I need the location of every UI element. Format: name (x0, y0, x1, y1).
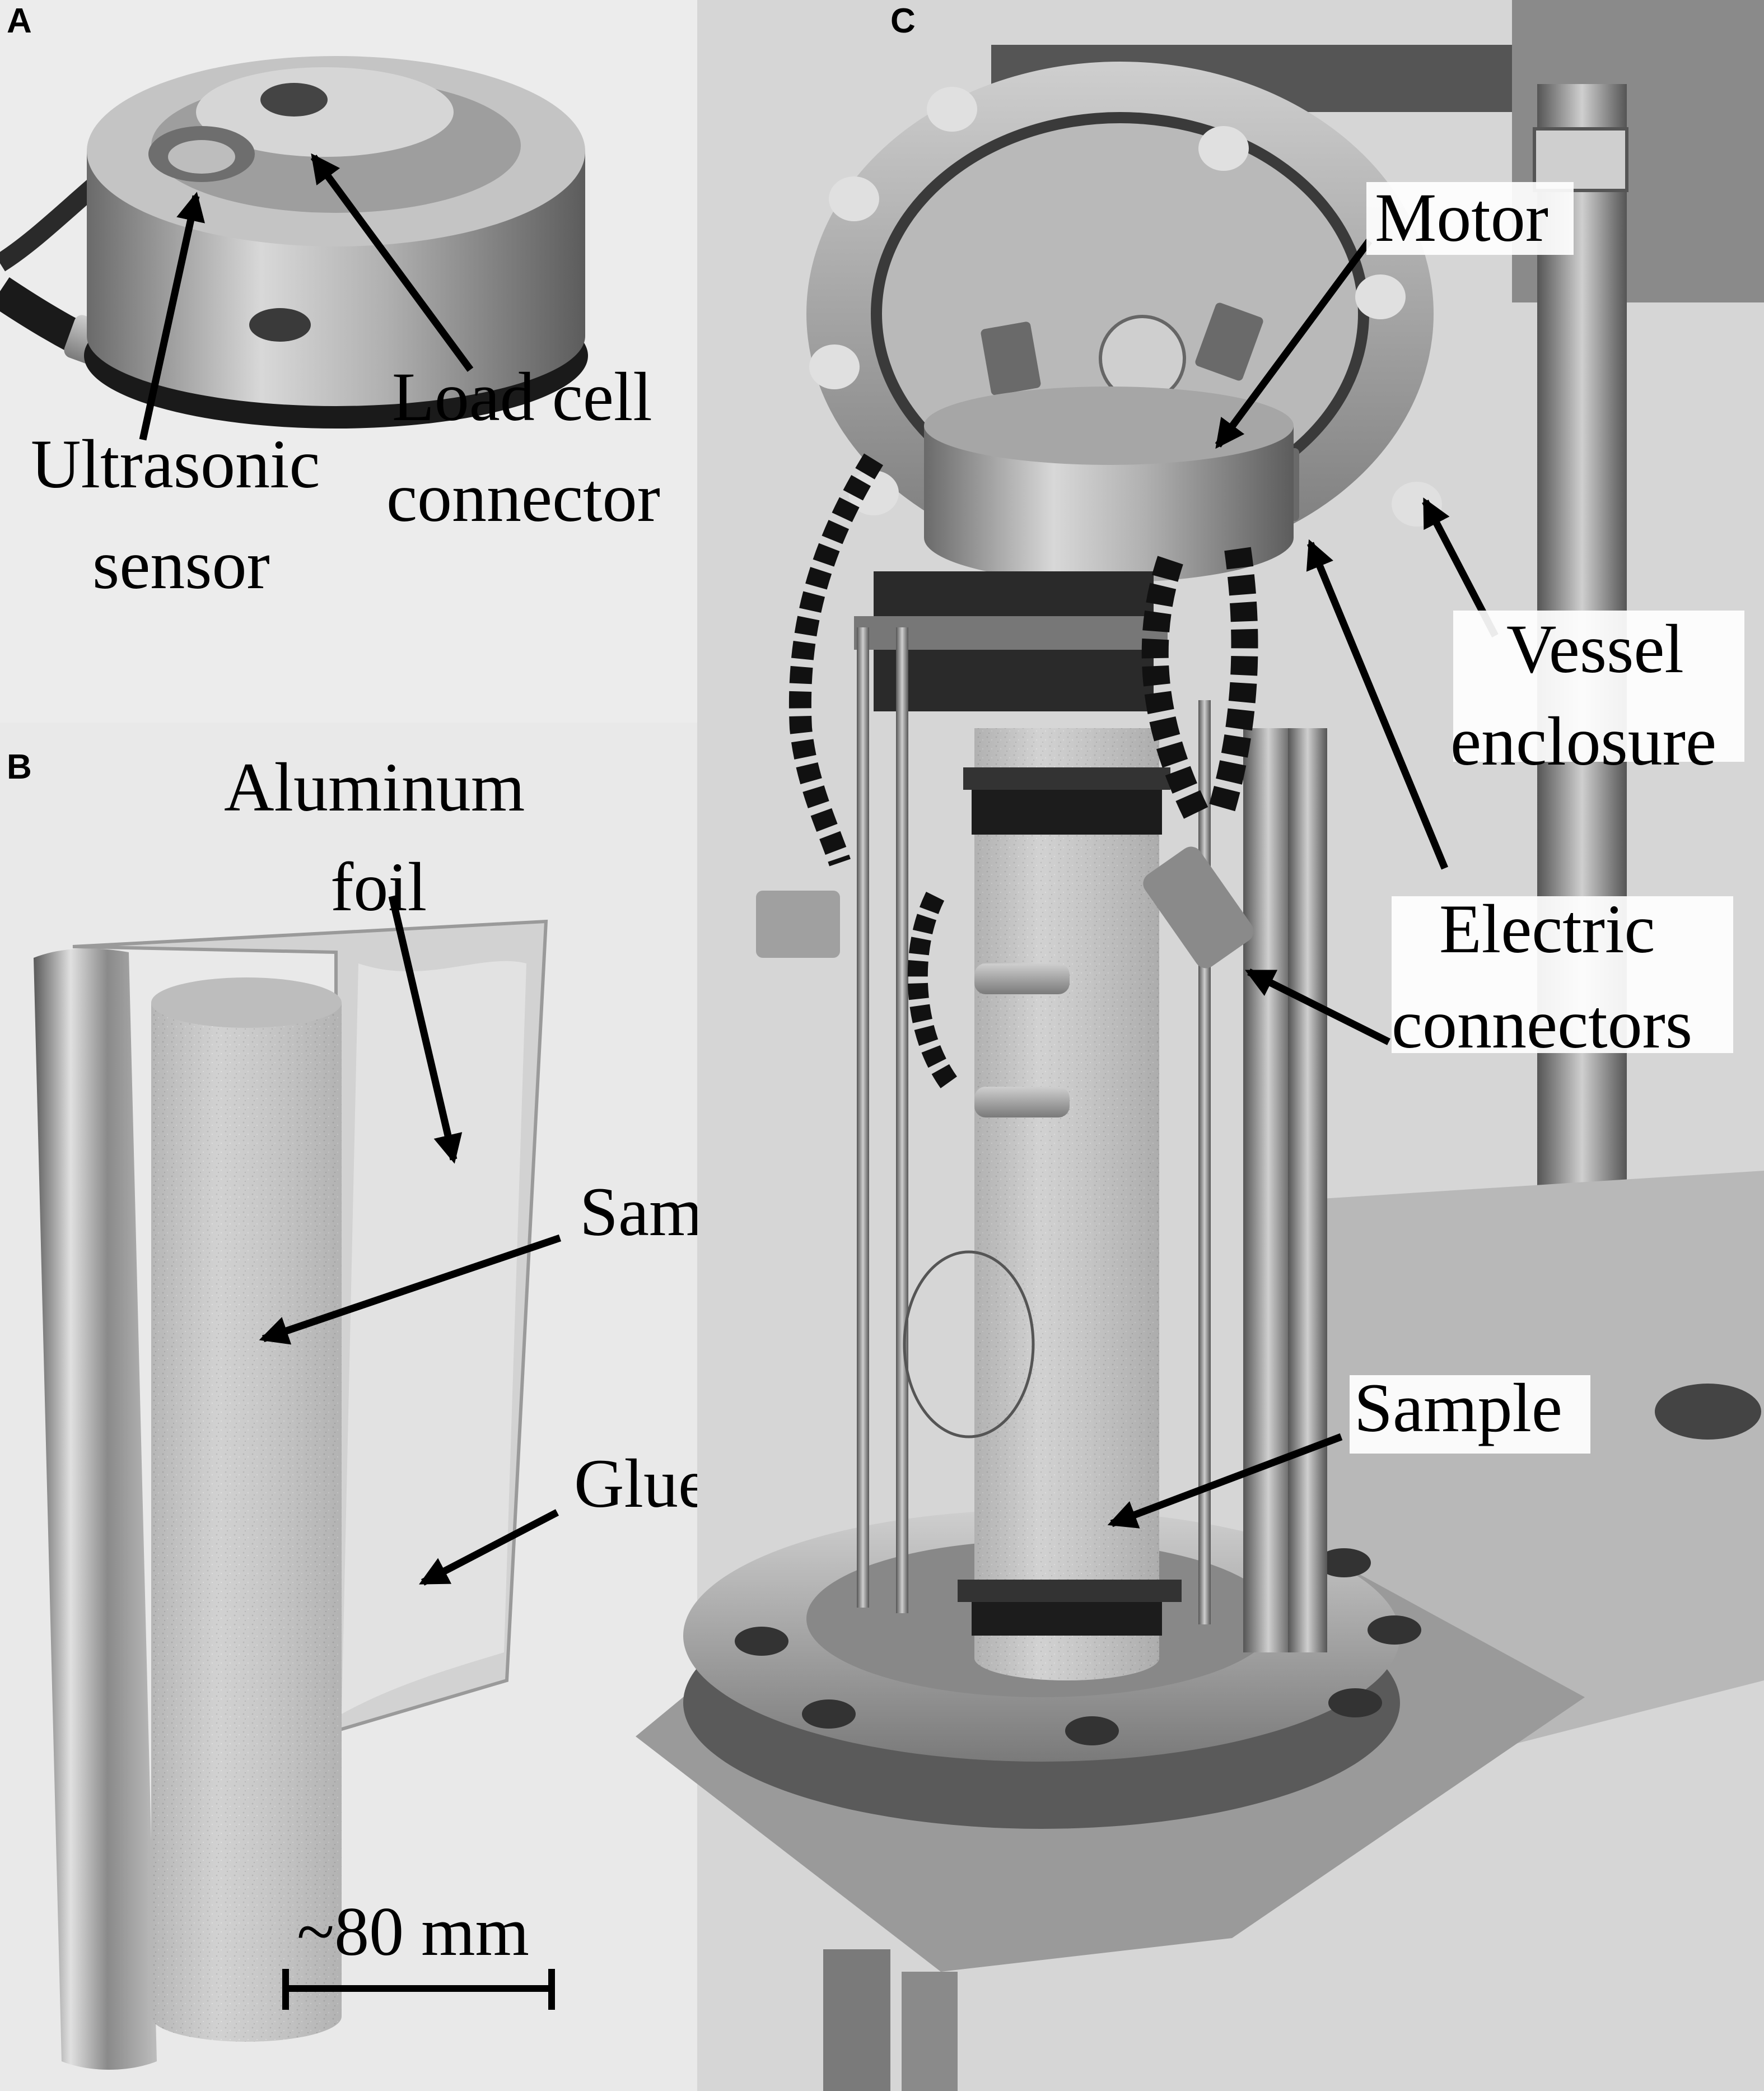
load-cell-cone-top (196, 67, 454, 157)
wire-loop (903, 1250, 1035, 1438)
bottom-flange-bolt-holes (735, 1548, 1421, 1745)
label-bg-electric-connectors (1392, 896, 1733, 1053)
label-load-cell-connector-line2: connector (386, 459, 660, 536)
arrow-aluminum-foil (388, 895, 463, 1164)
label-bg-motor (1366, 182, 1574, 255)
threaded-hole (260, 83, 328, 117)
inner-connector-left (981, 322, 1041, 395)
base-leg-left (823, 1949, 890, 2091)
top-flange-bolt-holes (809, 87, 1442, 527)
guide-column-1 (1243, 728, 1294, 1652)
ultrasonic-sensor-face (168, 140, 235, 174)
label-electric-connectors-line2: connectors (1392, 986, 1692, 1063)
side-hole (249, 308, 311, 342)
label-ultrasonic-sensor-line1: Ultrasonic (31, 426, 320, 502)
electric-connector-block (1143, 846, 1254, 968)
upper-hose-clamp (963, 767, 1170, 790)
label-scale-bar: ~80 mm (297, 1893, 529, 1970)
upper-sample-band (972, 790, 1162, 835)
support-table (1322, 1171, 1764, 1759)
coiled-cable-left (788, 453, 884, 867)
sample-column-shade (974, 728, 1159, 1680)
tie-rod-2 (896, 627, 908, 1613)
label-electric-connectors-line1: Electric (1439, 891, 1655, 967)
panel-letter-a: A (7, 2, 32, 40)
label-aluminum-foil-line2: foil (330, 849, 427, 925)
aluminum-foil-curl (34, 948, 157, 2070)
label-glue: Glue (574, 1445, 709, 1522)
panel-letter-b: B (7, 748, 32, 786)
arrow-motor (1215, 239, 1373, 449)
lower-hose-clamp (958, 1580, 1182, 1602)
table-hole (1655, 1384, 1761, 1440)
label-aluminum-foil-line1: Aluminum (224, 749, 525, 826)
panel-b: Aluminum foil Sample Glue ~80 mm B (0, 737, 788, 2091)
label-ultrasonic-sensor-line2: sensor (92, 527, 270, 603)
guide-column-2 (1288, 728, 1327, 1652)
arrow-sample-b (259, 1234, 562, 1345)
panel-c: Motor Vessel enclosure Electric connecto… (636, 0, 1764, 2091)
rod-nut (1533, 127, 1628, 192)
motor-housing (924, 426, 1294, 583)
label-sample-c: Sample (1354, 1370, 1562, 1446)
arrow-load-cell-connector (310, 153, 474, 372)
label-vessel-enclosure-line1: Vessel (1506, 611, 1684, 687)
arrow-electric-connectors-upper (1306, 539, 1449, 870)
side-connector (756, 891, 840, 958)
label-load-cell-connector-line1: Load cell (392, 358, 652, 435)
coiled-cable-right (1207, 547, 1258, 816)
coiled-cable-center (1141, 556, 1211, 824)
label-bg-sample-c (1350, 1375, 1590, 1454)
sample-cylinder-shade (151, 1003, 342, 2042)
arrow-glue (419, 1509, 559, 1586)
inner-connector-right (1195, 302, 1263, 381)
label-bg-vessel-enclosure (1453, 611, 1744, 762)
arrow-electric-connectors-lower (1245, 968, 1390, 1045)
lower-sample-band (972, 1602, 1162, 1636)
coiled-cable-lower (907, 891, 960, 1093)
sensor-plug-2 (974, 1087, 1070, 1117)
label-motor: Motor (1375, 179, 1548, 256)
panel-letter-c: C (890, 2, 916, 40)
base-leg-right (902, 1972, 958, 2091)
sensor-plug-1 (974, 963, 1070, 994)
tie-rod-1 (857, 627, 869, 1608)
glue-layer (342, 961, 526, 1714)
label-vessel-enclosure-line2: enclosure (1450, 703, 1716, 780)
motor-housing-top (924, 386, 1294, 465)
arrow-sample-c (1107, 1433, 1343, 1529)
sample-top-face (151, 977, 342, 1028)
arrow-ultrasonic-sensor (139, 192, 205, 441)
